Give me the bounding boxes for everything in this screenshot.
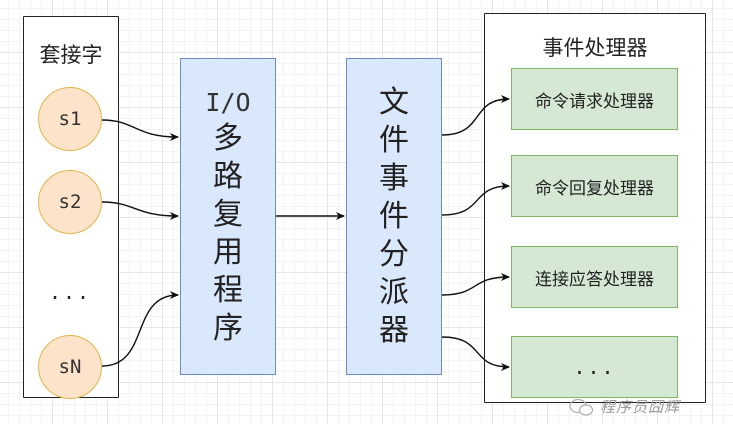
watermark: 程序员囧辉 (568, 396, 680, 417)
handler-command-reply: 命令回复处理器 (511, 155, 678, 217)
handler-label: 命令回复处理器 (535, 178, 654, 199)
multiplexer-char: 用 (213, 234, 243, 270)
dispatcher-char: 派 (379, 274, 409, 310)
edge-s1-to-multiplexer (101, 119, 179, 141)
handler-connection-accept: 连接应答处理器 (511, 246, 678, 308)
handler-label: 连接应答处理器 (535, 269, 654, 290)
handler-label: 命令请求处理器 (535, 91, 654, 112)
io-multiplexer-box: I/O 多 路 复 用 程 序 (180, 58, 276, 375)
multiplexer-char: 复 (213, 196, 243, 232)
io-prefix: I/O (205, 87, 251, 117)
ellipsis-label: ... (48, 280, 92, 304)
socket-label: s2 (58, 191, 82, 213)
multiplexer-char: 程 (213, 272, 243, 308)
edge-s2-to-multiplexer (101, 201, 179, 220)
dispatcher-char: 件 (379, 198, 409, 234)
handler-ellipsis: ... (511, 336, 678, 398)
event-handlers-panel-title: 事件处理器 (542, 36, 648, 60)
sockets-panel-title: 套接字 (39, 43, 103, 67)
edge-dispatcher-to-ellipsis (441, 336, 510, 371)
dispatcher-char: 器 (379, 312, 409, 348)
edge-dispatcher-to-command-reply (441, 182, 510, 216)
dispatcher-char: 分 (379, 236, 409, 272)
socket-s2: s2 (38, 170, 102, 234)
edge-dispatcher-to-connection-accept (441, 273, 510, 296)
multiplexer-char: 多 (213, 120, 243, 156)
watermark-text: 程序员囧辉 (600, 398, 681, 416)
dispatcher-char: 件 (379, 122, 409, 158)
socket-label: sN (58, 356, 82, 378)
dispatcher-char: 事 (379, 160, 409, 196)
dispatcher-char: 文 (379, 84, 409, 120)
multiplexer-char: 路 (213, 158, 243, 194)
handler-label: ... (573, 355, 616, 379)
file-event-dispatcher-box: 文 件 事 件 分 派 器 (346, 58, 442, 375)
handler-command-request: 命令请求处理器 (511, 68, 678, 130)
socket-sn: sN (38, 335, 102, 399)
edge-dispatcher-to-command-request (441, 95, 510, 136)
socket-label: s1 (58, 108, 82, 130)
socket-s1: s1 (38, 87, 102, 151)
edge-sn-to-multiplexer (101, 291, 179, 367)
multiplexer-char: 序 (213, 310, 243, 346)
socket-ellipsis: ... (38, 280, 102, 304)
wechat-icon (569, 398, 594, 416)
